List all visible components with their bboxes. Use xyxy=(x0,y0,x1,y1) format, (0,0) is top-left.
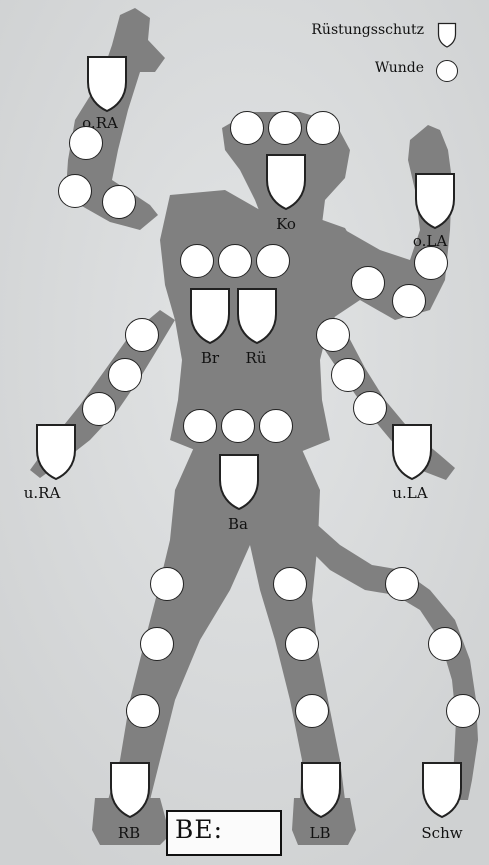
wound-slot[interactable] xyxy=(140,627,174,661)
wound-slot[interactable] xyxy=(268,111,302,145)
armor-shield-tail[interactable] xyxy=(420,760,464,820)
wound-slot[interactable] xyxy=(69,126,103,160)
wound-slot[interactable] xyxy=(285,627,319,661)
armor-shield-left-leg[interactable] xyxy=(299,760,343,820)
encumbrance-label: BE: xyxy=(175,815,223,844)
wound-slot[interactable] xyxy=(295,694,329,728)
legend-shield-icon xyxy=(437,22,457,48)
encumbrance-box[interactable]: BE: xyxy=(166,810,282,856)
armor-shield-upper-left-arm[interactable] xyxy=(413,171,457,231)
zone-label-chest: Br xyxy=(201,349,219,367)
wound-slot[interactable] xyxy=(256,244,290,278)
armor-shield-lower-right-arm[interactable] xyxy=(34,422,78,482)
armor-shield-lower-left-arm[interactable] xyxy=(390,422,434,482)
wound-slot[interactable] xyxy=(385,567,419,601)
zone-label-back: Rü xyxy=(246,349,267,367)
wound-slot[interactable] xyxy=(126,694,160,728)
armor-shield-belly[interactable] xyxy=(217,452,261,512)
wound-slot[interactable] xyxy=(221,409,255,443)
zone-label-tail: Schw xyxy=(421,824,462,842)
wound-slot[interactable] xyxy=(446,694,480,728)
zone-label-head: Ko xyxy=(276,215,296,233)
wound-slot[interactable] xyxy=(180,244,214,278)
wound-slot[interactable] xyxy=(353,391,387,425)
wound-slot[interactable] xyxy=(218,244,252,278)
wound-slot[interactable] xyxy=(58,174,92,208)
wound-slot[interactable] xyxy=(259,409,293,443)
wound-slot[interactable] xyxy=(82,392,116,426)
zone-label-lower-left-arm: u.LA xyxy=(392,484,427,502)
zone-label-left-leg: LB xyxy=(310,824,331,842)
wound-slot[interactable] xyxy=(392,284,426,318)
armor-shield-right-leg[interactable] xyxy=(108,760,152,820)
armor-shield-back[interactable] xyxy=(235,286,279,346)
wound-slot[interactable] xyxy=(331,358,365,392)
legend-wound-icon xyxy=(436,60,458,82)
wound-slot[interactable] xyxy=(150,567,184,601)
wound-slot[interactable] xyxy=(306,111,340,145)
wound-slot[interactable] xyxy=(230,111,264,145)
zone-label-lower-right-arm: u.RA xyxy=(24,484,61,502)
wound-slot[interactable] xyxy=(183,409,217,443)
zone-label-belly: Ba xyxy=(228,515,248,533)
wound-slot[interactable] xyxy=(102,185,136,219)
wound-slot[interactable] xyxy=(414,246,448,280)
wound-slot[interactable] xyxy=(125,318,159,352)
wound-slot[interactable] xyxy=(316,318,350,352)
wound-slot[interactable] xyxy=(108,358,142,392)
wound-slot[interactable] xyxy=(351,266,385,300)
armor-shield-upper-right-arm[interactable] xyxy=(85,54,129,114)
wound-slot[interactable] xyxy=(273,567,307,601)
legend-armor-label: Rüstungsschutz xyxy=(268,22,424,38)
armor-shield-chest[interactable] xyxy=(188,286,232,346)
legend-wound-label: Wunde xyxy=(320,60,424,76)
zone-label-right-leg: RB xyxy=(118,824,140,842)
armor-shield-head[interactable] xyxy=(264,152,308,212)
wound-slot[interactable] xyxy=(428,627,462,661)
